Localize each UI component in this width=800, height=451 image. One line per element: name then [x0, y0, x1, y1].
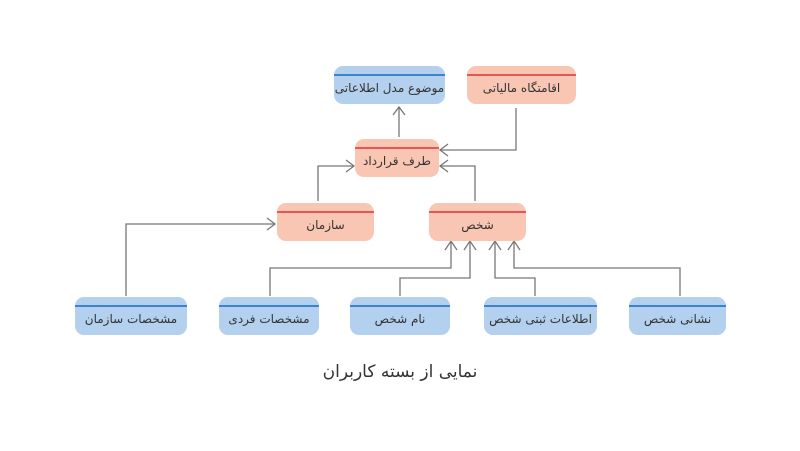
connector-personal-to-person	[269, 242, 452, 296]
connector-address-to-person	[513, 242, 681, 296]
connector-orgspecs-to-org	[125, 223, 274, 296]
node-info-model-subject: موضوع مدل اطلاعاتی	[334, 66, 445, 104]
arrowhead	[266, 217, 277, 231]
node-org-specs: مشخصات سازمان	[75, 297, 187, 335]
arrowhead	[392, 105, 406, 116]
connector-name-to-person	[399, 242, 471, 296]
arrowhead	[345, 159, 356, 173]
connector-org-to-party	[317, 165, 353, 201]
node-personal-specs: مشخصات فردی	[219, 297, 319, 335]
node-person-registration-info: اطلاعات ثبتی شخص	[484, 297, 597, 335]
arrowhead	[438, 159, 449, 173]
connector-person-to-party	[441, 165, 476, 201]
node-organization: سازمان	[277, 203, 374, 241]
node-person: شخص	[429, 203, 526, 241]
arrowhead	[507, 239, 521, 251]
arrowhead	[463, 239, 477, 251]
connector-tax-to-party	[441, 108, 517, 151]
connector-reg-to-person	[494, 242, 536, 296]
diagram-caption: نمایی از بسته کاربران	[322, 362, 478, 382]
arrowhead	[444, 239, 458, 251]
node-person-name: نام شخص	[350, 297, 450, 335]
node-tax-residence: اقامتگاه مالیاتی	[467, 66, 576, 104]
node-person-address: نشانی شخص	[629, 297, 726, 335]
arrowhead	[488, 239, 502, 251]
node-contract-party: طرف قرارداد	[355, 139, 439, 177]
arrowhead	[438, 143, 449, 157]
